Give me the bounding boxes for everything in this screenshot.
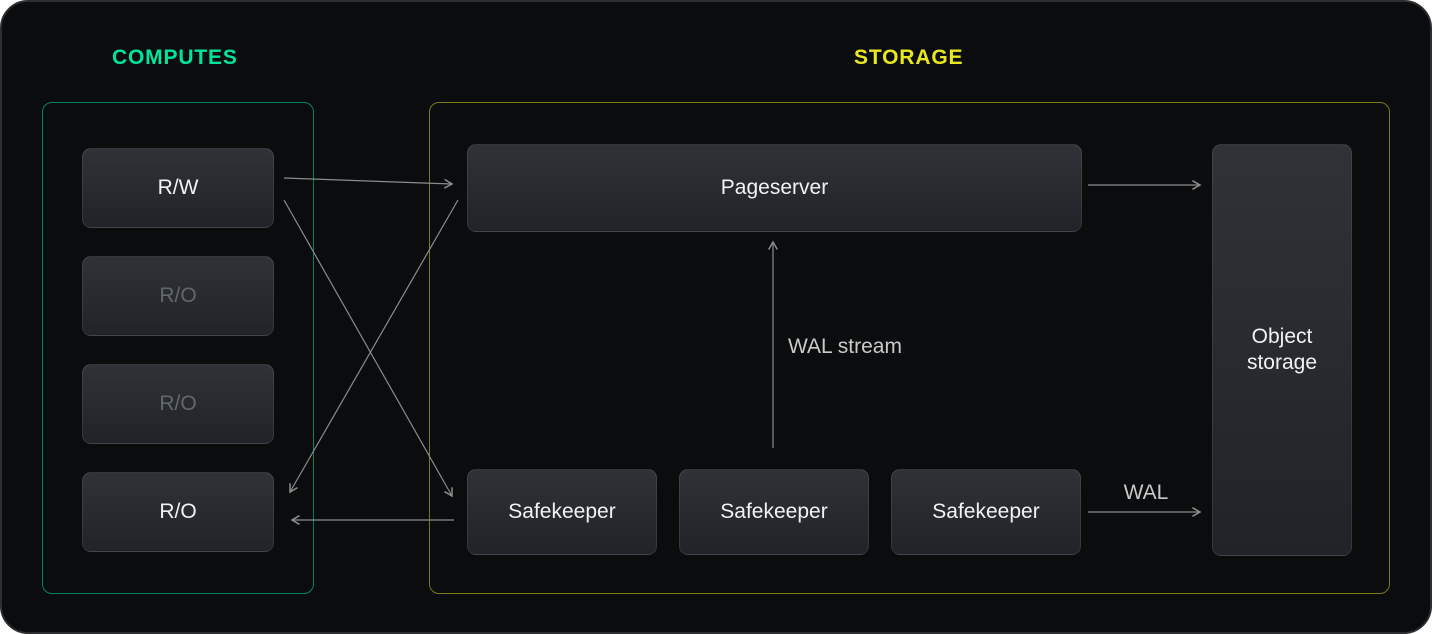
wal-stream-label: WAL stream [788, 335, 902, 358]
safekeeper-1-label: Safekeeper [508, 500, 616, 523]
safekeeper-2-label: Safekeeper [720, 500, 828, 523]
pageserver-label: Pageserver [720, 176, 829, 199]
compute-node-ro-3-label: R/O [159, 500, 197, 523]
safekeeper-3-label: Safekeeper [932, 500, 1040, 523]
compute-node-ro-2-label: R/O [159, 392, 197, 415]
compute-node-rw: R/W [82, 148, 274, 228]
object-storage-label: Object storage [1246, 325, 1318, 374]
computes-title: COMPUTES [112, 46, 238, 69]
storage-title: STORAGE [854, 46, 964, 69]
compute-node-ro-1-label: R/O [159, 284, 197, 307]
compute-node-rw-label: R/W [157, 176, 199, 199]
object-storage-node: Object storage [1212, 144, 1352, 556]
compute-node-ro-2: R/O [82, 364, 274, 444]
compute-node-ro-1: R/O [82, 256, 274, 336]
compute-node-ro-3: R/O [82, 472, 274, 552]
wal-label: WAL [1123, 481, 1169, 504]
safekeeper-node-1: Safekeeper [467, 469, 657, 555]
safekeeper-node-2: Safekeeper [679, 469, 869, 555]
safekeeper-node-3: Safekeeper [891, 469, 1081, 555]
pageserver-node: Pageserver [467, 144, 1082, 232]
